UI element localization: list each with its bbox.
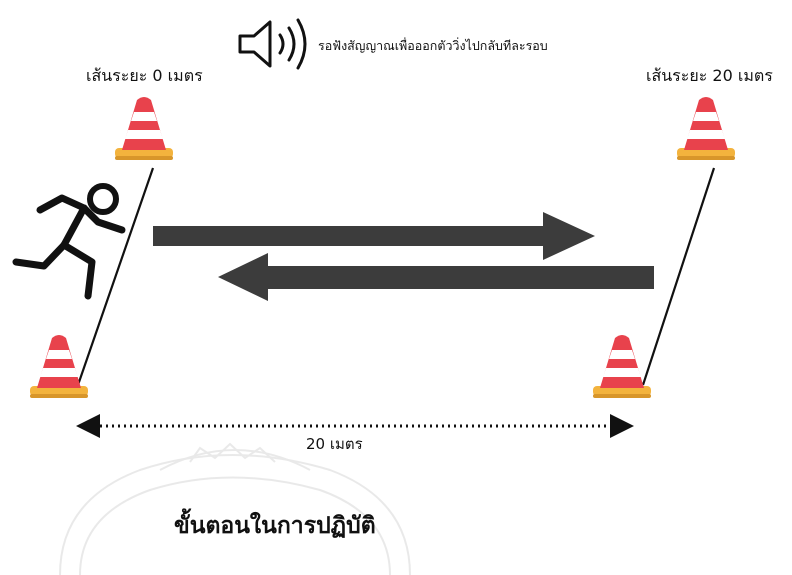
traffic-cone-icon (593, 335, 651, 398)
distance-label: 20 เมตร (306, 435, 363, 453)
signal-instruction: รอฟังสัญญาณเพื่อออกตัววิ่งไปกลับทีละรอบ (318, 38, 548, 53)
runner-icon (12, 183, 126, 300)
seal-watermark (59, 442, 411, 575)
start-line (76, 167, 155, 386)
caption-title: ขั้นตอนในการปฏิบัติ (174, 513, 376, 539)
traffic-cone-icon (115, 97, 173, 160)
end-line (641, 167, 716, 386)
end-line-label: เส้นระยะ 20 เมตร (646, 66, 773, 85)
speaker-icon (238, 18, 307, 70)
arrow-left (218, 253, 654, 301)
traffic-cone-icon (30, 335, 88, 398)
arrow-right (153, 212, 595, 260)
traffic-cone-icon (677, 97, 735, 160)
start-line-label: เส้นระยะ 0 เมตร (86, 66, 203, 85)
